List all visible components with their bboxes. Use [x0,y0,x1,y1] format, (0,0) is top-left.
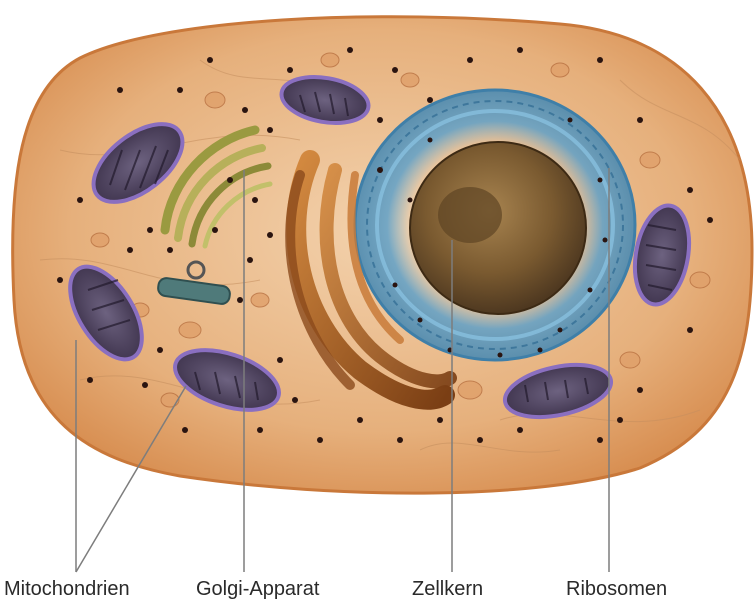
label-nucleus: Zellkern [412,578,483,601]
nucleolus [438,187,502,243]
label-golgi-apparatus: Golgi-Apparat [196,578,319,601]
label-mitochondria: Mitochondrien [4,578,130,601]
label-ribosomes: Ribosomen [566,578,667,601]
